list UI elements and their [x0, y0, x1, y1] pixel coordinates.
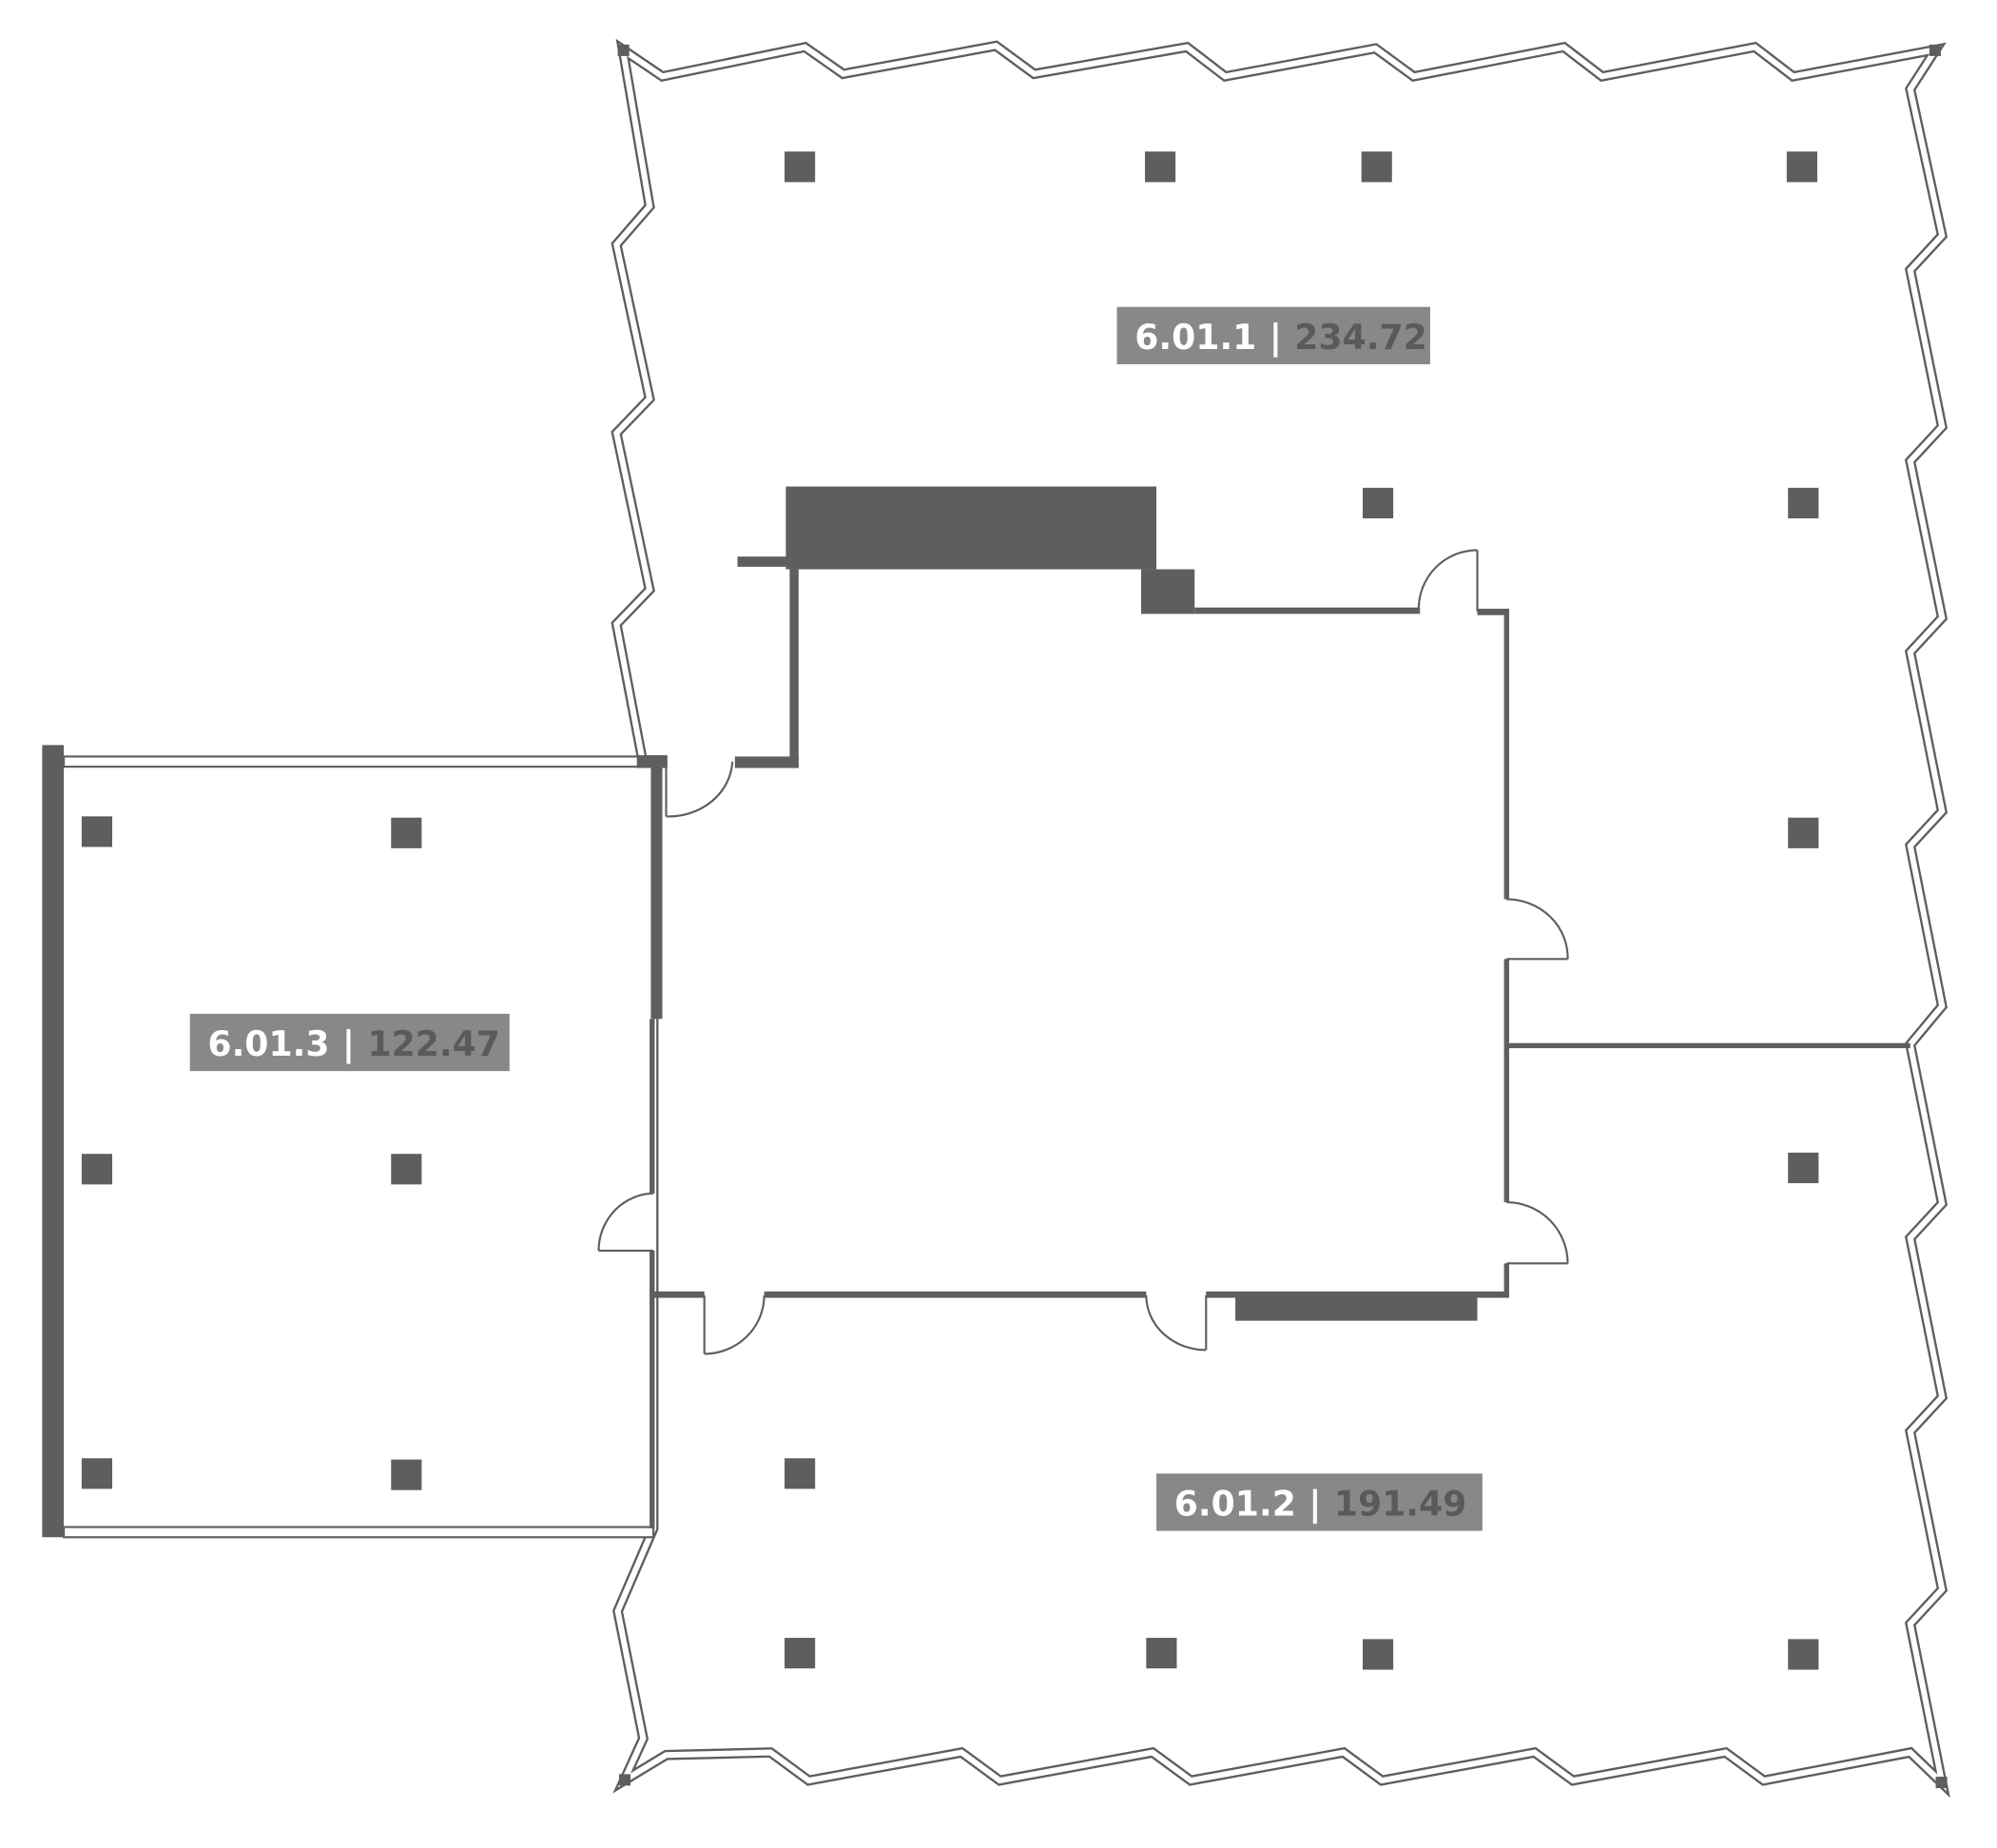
- door-arc: [1145, 1294, 1208, 1352]
- column: [1146, 1638, 1177, 1669]
- corner-marker: [618, 1774, 631, 1786]
- corner-marker: [617, 44, 630, 56]
- separator: |: [342, 1023, 355, 1064]
- left-wing-walls: [42, 745, 668, 1539]
- column: [1786, 151, 1818, 183]
- unit-id: 6.01.3: [207, 1023, 329, 1064]
- column: [1788, 487, 1819, 519]
- column: [1144, 151, 1176, 183]
- exterior-wall: [611, 38, 1950, 1799]
- column: [1362, 1639, 1394, 1670]
- column: [785, 1458, 816, 1489]
- column: [785, 151, 816, 183]
- door-arc: [1506, 1201, 1569, 1265]
- unit-area: 122.47: [367, 1023, 499, 1064]
- unit-area: 191.49: [1334, 1484, 1466, 1525]
- svg-text:6.01.2|191.49: 6.01.2 | 191.49: [1174, 1484, 1467, 1525]
- column: [81, 1458, 113, 1489]
- column: [391, 1154, 422, 1185]
- column: [1362, 487, 1394, 519]
- column: [1788, 1639, 1819, 1670]
- column: [1361, 151, 1392, 183]
- corner-marker: [1935, 1777, 1948, 1789]
- column: [391, 817, 422, 848]
- unit-area: 234.72: [1294, 317, 1426, 358]
- service-bar: [1235, 1294, 1478, 1321]
- doors: [597, 549, 1569, 1355]
- door-arc: [1417, 549, 1479, 612]
- door-arc: [665, 761, 734, 818]
- unit-id: 6.01.2: [1174, 1484, 1296, 1525]
- svg-text:6.01.3|122.47: 6.01.3 | 122.47: [207, 1023, 500, 1064]
- unit-label-6-01-3: 6.01.3 | 122.47: [189, 1013, 510, 1072]
- column: [81, 1154, 113, 1185]
- column: [81, 816, 113, 847]
- door-arc: [1506, 898, 1569, 961]
- columns: [81, 151, 1819, 1670]
- unit-label-6-01-1: 6.01.1 | 234.72: [1116, 306, 1430, 364]
- column: [1788, 817, 1819, 848]
- svg-text:6.01.1|234.72: 6.01.1 | 234.72: [1134, 317, 1427, 358]
- column: [785, 1638, 816, 1669]
- column: [391, 1459, 422, 1490]
- unit-id: 6.01.1: [1134, 317, 1256, 358]
- corner-marker: [1929, 44, 1941, 56]
- separator: |: [1270, 317, 1282, 358]
- door-arc: [703, 1294, 766, 1355]
- core-walls: [653, 486, 1910, 1321]
- service-shaft: [785, 486, 1157, 570]
- column: [1788, 1152, 1819, 1184]
- unit-label-6-01-2: 6.01.2 | 191.49: [1156, 1473, 1483, 1531]
- door-arc: [597, 1192, 654, 1253]
- separator: |: [1309, 1484, 1321, 1525]
